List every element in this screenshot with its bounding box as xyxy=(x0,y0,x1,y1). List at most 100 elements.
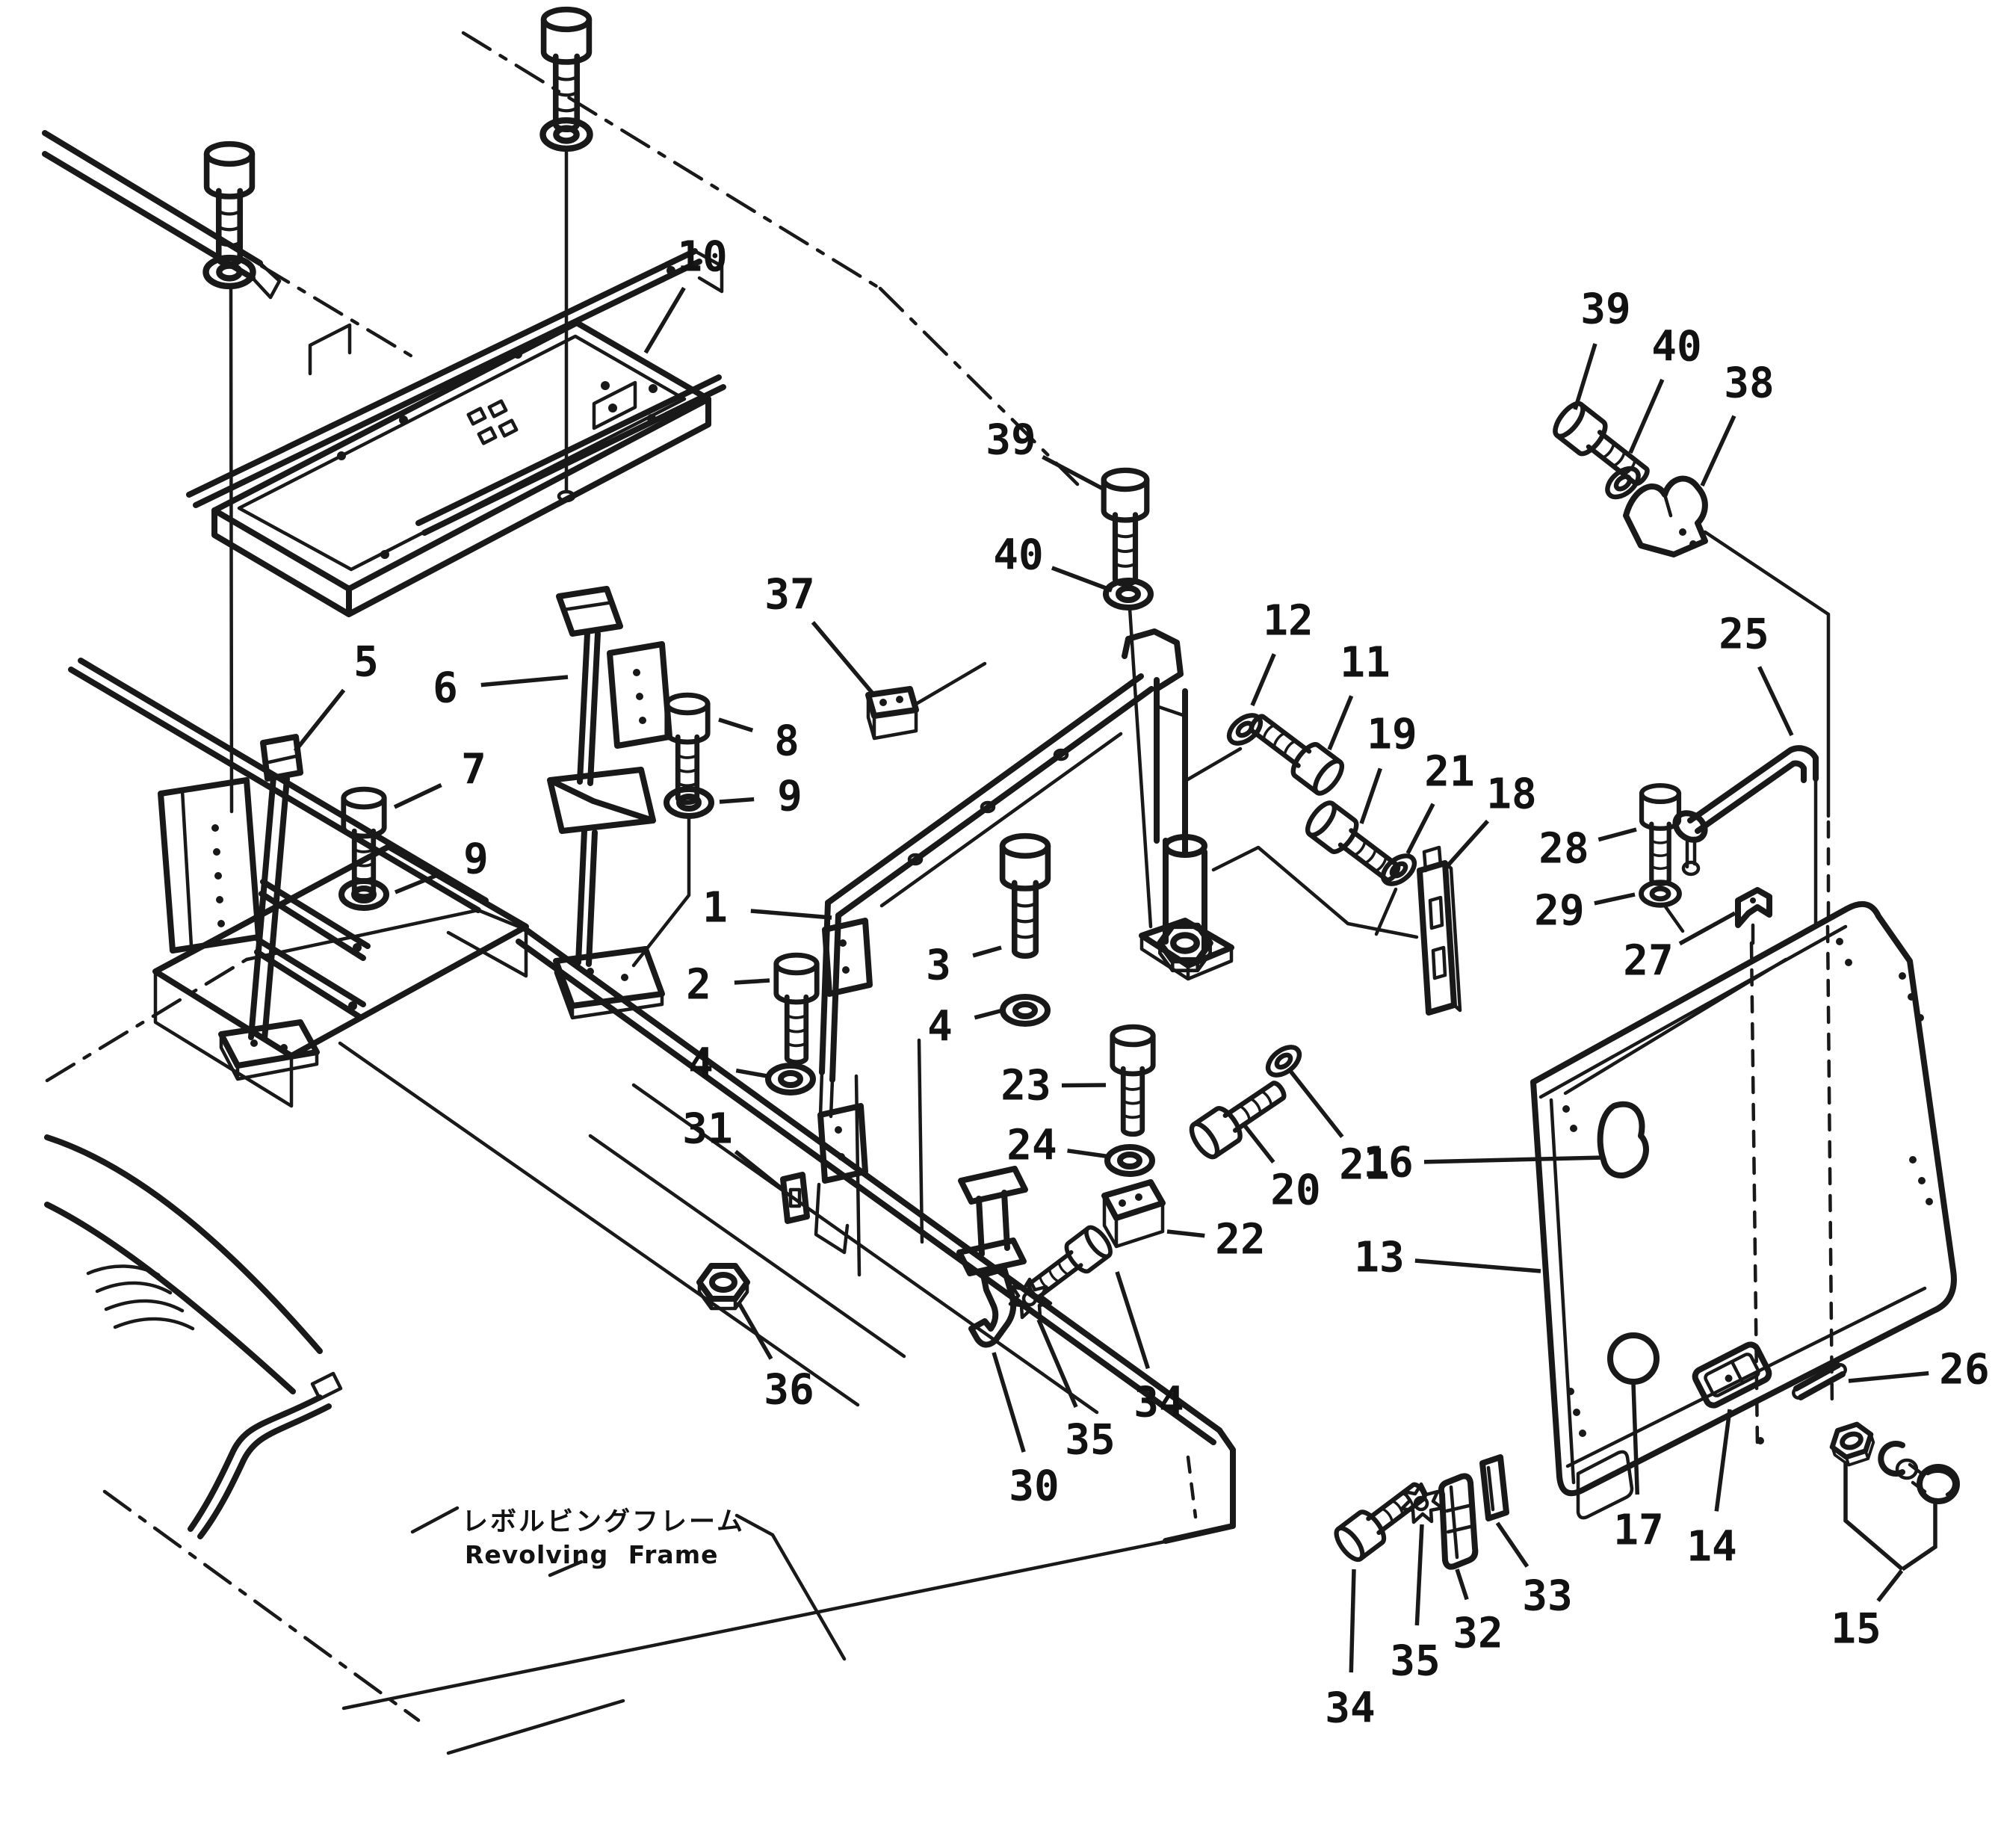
door-hole-17 xyxy=(1607,1332,1660,1385)
callout-40: 40 xyxy=(1628,323,1702,454)
callout-11: 11 xyxy=(1327,639,1391,751)
callout-3: 3 xyxy=(926,942,1002,990)
leader-line-3 xyxy=(972,945,1002,958)
callout-34: 34 xyxy=(1325,1569,1376,1733)
leader-line-2 xyxy=(734,978,770,985)
leader-line-34 xyxy=(1115,1271,1150,1370)
leader-line-11 xyxy=(1327,695,1354,751)
part-number-13: 13 xyxy=(1354,1234,1404,1282)
callout-37: 37 xyxy=(764,571,875,695)
callout-25: 25 xyxy=(1719,611,1794,737)
part-number-4: 4 xyxy=(688,1040,714,1089)
callout-15: 15 xyxy=(1831,1569,1904,1654)
washer-4-left xyxy=(768,1066,813,1093)
part-number-20: 20 xyxy=(1270,1166,1320,1215)
callout-12: 12 xyxy=(1250,597,1314,707)
callout-23: 23 xyxy=(1000,1062,1107,1110)
part-number-4: 4 xyxy=(927,1003,953,1051)
fastener-set-15 xyxy=(1828,1421,1960,1572)
plate-31 xyxy=(780,1172,810,1224)
callout-8: 8 xyxy=(718,717,799,766)
callout-24: 24 xyxy=(1006,1122,1111,1170)
leader-line-7 xyxy=(393,782,442,809)
leader-line-23 xyxy=(1061,1083,1107,1088)
part-number-25: 25 xyxy=(1719,611,1769,659)
door-hole-16 xyxy=(1597,1101,1649,1179)
part-number-22: 22 xyxy=(1215,1216,1265,1264)
part-number-9: 9 xyxy=(777,773,802,821)
pin-26 xyxy=(1792,1362,1847,1400)
part-number-32: 32 xyxy=(1453,1610,1503,1658)
leader-line-36 xyxy=(736,1300,773,1360)
part-number-26: 26 xyxy=(1939,1346,1989,1394)
part-number-36: 36 xyxy=(764,1366,814,1415)
part-number-15: 15 xyxy=(1831,1605,1881,1654)
leader-line-13 xyxy=(1414,1258,1541,1273)
leader-line-31 xyxy=(734,1149,785,1192)
leader-line-30 xyxy=(992,1352,1026,1453)
caption-english: Revolving Frame xyxy=(465,1540,718,1569)
leader-line-18 xyxy=(1444,819,1489,868)
leader-line-37 xyxy=(811,620,875,695)
leader-line-39 xyxy=(1042,454,1104,491)
leader-line-9 xyxy=(719,797,755,804)
callout-4: 4 xyxy=(688,1040,772,1089)
callout-1: 1 xyxy=(702,884,832,933)
callout-21: 21 xyxy=(1405,748,1475,855)
door-label-plate xyxy=(1576,1450,1634,1520)
bolt-mounting-left xyxy=(206,144,253,814)
bolt-mounting-top xyxy=(543,10,590,503)
callout-34: 34 xyxy=(1115,1271,1184,1427)
clamp-38 xyxy=(1623,475,1831,925)
leader-line-20 xyxy=(1241,1122,1275,1164)
part-number-2: 2 xyxy=(686,961,711,1010)
bolt-39-center xyxy=(1104,470,1151,929)
callout-10: 10 xyxy=(643,233,728,354)
washer-24 xyxy=(1107,1147,1152,1174)
revolving-frame-deck xyxy=(44,658,1236,1755)
leader-line-38 xyxy=(1700,415,1736,487)
washer-4-center xyxy=(1003,997,1048,1024)
hook-catch-27 xyxy=(1735,887,1772,945)
post-assembly-6 xyxy=(547,586,672,1020)
leader-line-40 xyxy=(1051,566,1113,593)
part-number-19: 19 xyxy=(1367,711,1417,759)
bolt-3 xyxy=(1003,836,1048,957)
part-number-40: 40 xyxy=(993,531,1043,580)
part-number-10: 10 xyxy=(677,233,727,282)
i-beam-mount xyxy=(956,1166,1028,1276)
leader-line-27 xyxy=(1678,911,1736,946)
leader-line-6 xyxy=(480,675,569,687)
callout-31: 31 xyxy=(682,1105,785,1192)
washer-29 xyxy=(1642,883,1685,933)
caption-ticks xyxy=(410,1506,847,1661)
leader-line-22 xyxy=(1166,1229,1205,1238)
washer-12 xyxy=(1224,710,1266,749)
leader-line-21 xyxy=(1287,1069,1344,1138)
leader-line-24 xyxy=(1067,1149,1111,1159)
part-number-14: 14 xyxy=(1686,1523,1736,1572)
cover-frame-1 xyxy=(814,628,1419,1255)
part-number-3: 3 xyxy=(926,942,951,990)
mounting-rails xyxy=(186,248,726,536)
leader-line-19 xyxy=(1359,767,1382,824)
part-number-37: 37 xyxy=(764,571,814,619)
part-number-12: 12 xyxy=(1263,597,1313,646)
vent-squares xyxy=(466,399,519,445)
part-number-34: 34 xyxy=(1133,1379,1184,1427)
figure-caption: レボルビングフレーム Revolving Frame xyxy=(462,1507,743,1569)
leader-line-34 xyxy=(1349,1569,1356,1673)
leader-line-9 xyxy=(394,871,444,894)
part-number-40: 40 xyxy=(1651,323,1701,371)
part-number-28: 28 xyxy=(1538,825,1589,874)
bolt-28 xyxy=(1642,785,1679,884)
callout-35: 35 xyxy=(1390,1524,1441,1686)
washer-21-upper xyxy=(1374,850,1420,936)
latch-rod-25 xyxy=(1672,745,1819,877)
callout-19: 19 xyxy=(1359,711,1417,824)
bolt-23 xyxy=(1113,1027,1153,1134)
part-number-27: 27 xyxy=(1623,937,1673,986)
leader-line-14 xyxy=(1714,1409,1732,1512)
leader-line-4 xyxy=(735,1068,772,1079)
